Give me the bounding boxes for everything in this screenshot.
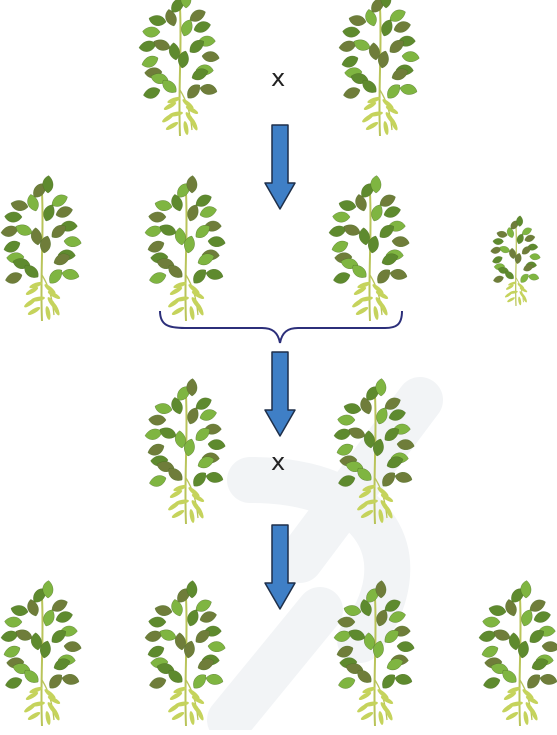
watermark [207, 377, 443, 735]
soybean-plant-icon [333, 580, 415, 727]
arrows-layer [264, 124, 296, 610]
soybean-plant-icon [478, 580, 557, 727]
soybean-plant-icon [0, 580, 82, 727]
cross-symbol: x [271, 64, 286, 92]
soybean-plant-icon [490, 215, 541, 306]
soybean-plant-icon [0, 175, 82, 322]
soybean-plant-icon [144, 175, 226, 322]
curly-brace-icon [159, 310, 403, 344]
soybean-plant-icon [338, 0, 420, 137]
soybean-plant-icon [328, 175, 410, 322]
soybean-plant-icon [138, 0, 220, 137]
down-arrow-icon [264, 524, 296, 610]
soybean-plant-icon [144, 580, 226, 727]
soybean-plant-icon [333, 378, 415, 525]
cross-symbol: x [271, 448, 286, 476]
down-arrow-icon [264, 124, 296, 210]
soybean-plant-icon [144, 378, 226, 525]
down-arrow-icon [264, 351, 296, 437]
